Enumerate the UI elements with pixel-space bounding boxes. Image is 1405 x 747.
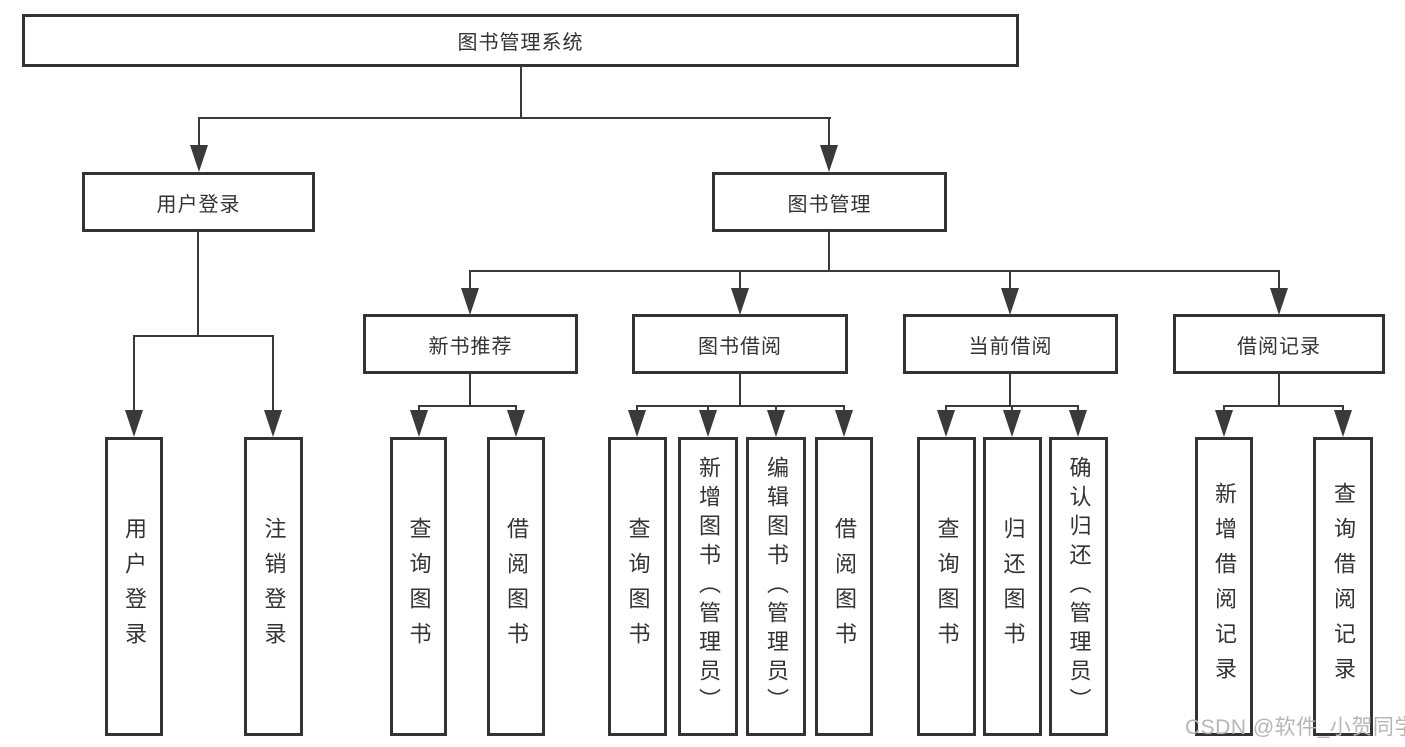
connector-rec-drop-2 [515, 405, 517, 413]
connector-rec-drop-1 [418, 405, 420, 413]
node-label: 新书推荐 [428, 335, 513, 358]
leaf-add-books-admin: 新增图书（管理员） [678, 437, 738, 736]
connector-records-drop-2 [1342, 405, 1344, 413]
leaf-label: 查询图书 [934, 516, 960, 657]
node-borrowing-records: 借阅记录 [1173, 314, 1385, 374]
leaf-label: 借阅图书 [832, 516, 857, 657]
leaf-add-borrow-record: 新增借阅记录 [1195, 437, 1253, 736]
arrow-to-new-book-rec [461, 288, 479, 315]
arrow-borrow-leaf-1 [628, 410, 646, 437]
node-current-borrowing: 当前借阅 [903, 314, 1118, 374]
arrow-borrow-leaf-3 [767, 410, 785, 437]
connector-records-drop-1 [1223, 405, 1225, 413]
leaf-label: 借阅图书 [504, 516, 529, 657]
connector-rec-stem [469, 373, 471, 407]
node-book-management: 图书管理 [712, 172, 947, 232]
leaf-borrow-query-books: 查询图书 [608, 437, 667, 736]
connector-records-branch [1223, 405, 1344, 407]
node-label: 图书借阅 [698, 335, 782, 358]
connector-current-drop-2 [1011, 405, 1013, 413]
connector-bookmgmt-drop-4 [1278, 270, 1280, 292]
leaf-edit-books-admin: 编辑图书（管理员） [746, 437, 806, 736]
arrow-rec-leaf-1 [410, 410, 428, 437]
leaf-label: 查询借阅记录 [1331, 481, 1356, 692]
leaf-confirm-return-admin: 确认归还（管理员） [1049, 437, 1108, 736]
arrow-records-leaf-2 [1334, 410, 1352, 437]
node-label: 图书管理系统 [457, 32, 584, 54]
leaf-label: 注销登录 [261, 516, 287, 657]
node-book-borrowing: 图书借阅 [632, 314, 848, 374]
leaf-current-query-books: 查询图书 [917, 437, 976, 736]
leaf-query-borrow-record: 查询借阅记录 [1313, 437, 1373, 736]
csdn-watermark: CSDN @软件_小贺同学 [1185, 716, 1405, 739]
connector-current-drop-1 [945, 405, 947, 413]
node-label: 借阅记录 [1237, 335, 1321, 358]
arrow-to-logout-leaf [264, 410, 282, 437]
node-label: 用户登录 [156, 193, 241, 216]
arrow-current-leaf-2 [1003, 410, 1021, 437]
connector-rec-branch [418, 405, 517, 407]
arrow-to-book-borrowing [731, 288, 749, 315]
connector-userlogin-branch [133, 335, 274, 337]
leaf-return-books: 归还图书 [983, 437, 1042, 736]
leaf-label: 新增图书（管理员） [696, 456, 721, 717]
connector-root-drop-right [828, 117, 830, 150]
connector-userlogin-drop-left [133, 335, 135, 413]
arrow-rec-leaf-2 [507, 410, 525, 437]
arrow-to-current-borrowing [1001, 288, 1019, 315]
arrow-borrow-leaf-4 [835, 410, 853, 437]
connector-root-drop-left [198, 117, 200, 150]
connector-borrow-drop-1 [636, 405, 638, 413]
node-library-management-system: 图书管理系统 [22, 14, 1019, 67]
arrow-current-leaf-1 [937, 410, 955, 437]
node-label: 图书管理 [787, 193, 872, 216]
connector-records-stem [1278, 373, 1280, 407]
connector-bookmgmt-stem [828, 231, 830, 272]
arrow-to-borrowing-records [1270, 288, 1288, 315]
connector-bookmgmt-branch [469, 270, 1280, 272]
leaf-label: 用户登录 [122, 516, 147, 657]
connector-borrow-branch [636, 405, 845, 407]
leaf-logout: 注销登录 [244, 437, 303, 736]
leaf-label: 查询图书 [625, 516, 651, 657]
connector-bookmgmt-drop-2 [739, 270, 741, 292]
leaf-label: 确认归还（管理员） [1066, 456, 1092, 717]
connector-borrow-drop-2 [707, 405, 709, 413]
connector-root-stem [520, 66, 522, 119]
leaf-label: 查询图书 [406, 516, 432, 657]
arrow-to-user-login [190, 145, 208, 172]
leaf-label: 归还图书 [1000, 516, 1026, 657]
connector-bookmgmt-drop-1 [469, 270, 471, 292]
leaf-label: 编辑图书（管理员） [764, 456, 789, 717]
arrow-borrow-leaf-2 [699, 410, 717, 437]
connector-userlogin-stem [197, 231, 199, 337]
connector-current-drop-3 [1077, 405, 1079, 413]
leaf-borrow-books: 借阅图书 [815, 437, 873, 736]
arrow-records-leaf-1 [1215, 410, 1233, 437]
connector-current-stem [1009, 373, 1011, 407]
arrow-current-leaf-3 [1069, 410, 1087, 437]
arrow-to-login-leaf [125, 410, 143, 437]
node-new-book-recommendation: 新书推荐 [363, 314, 578, 374]
leaf-rec-borrow-books: 借阅图书 [487, 437, 545, 736]
connector-borrow-stem [739, 373, 741, 407]
leaf-rec-query-books: 查询图书 [390, 437, 447, 736]
connector-borrow-drop-4 [843, 405, 845, 413]
leaf-user-login: 用户登录 [105, 437, 163, 736]
arrow-to-book-management [820, 145, 838, 172]
connector-root-branch [198, 117, 831, 119]
connector-userlogin-drop-right [272, 335, 274, 413]
leaf-label: 新增借阅记录 [1212, 481, 1237, 692]
node-label: 当前借阅 [968, 335, 1053, 358]
node-user-login: 用户登录 [82, 172, 315, 232]
connector-borrow-drop-3 [775, 405, 777, 413]
connector-bookmgmt-drop-3 [1009, 270, 1011, 292]
